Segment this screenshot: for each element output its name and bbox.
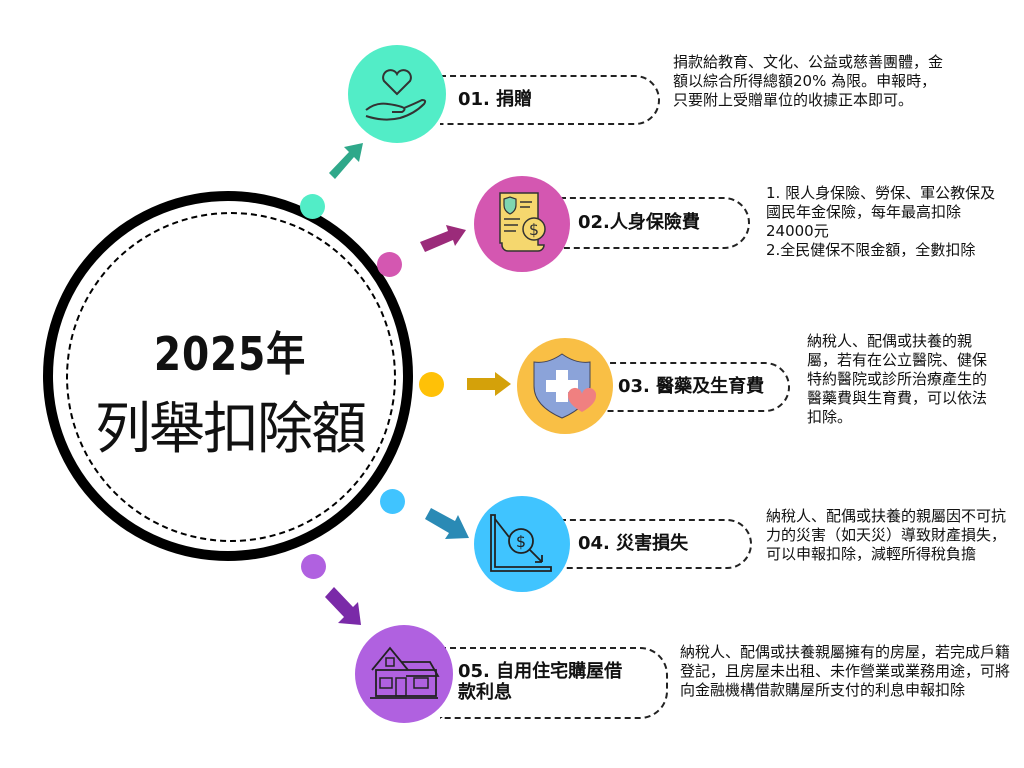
item-3-description: 納稅人、配偶或扶養的親屬，若有在公立醫院、健保特約醫院或診所治療產生的醫藥費與生… (807, 332, 988, 426)
insurance-document-icon: $ (499, 192, 546, 252)
item-3-pill: 03. 醫藥及生育費 (600, 362, 790, 412)
center-title-main: 列舉扣除額 (95, 397, 367, 462)
item-1-description: 捐款給教育、文化、公益或慈善團體，金額以綜合所得總額20% 為限。申報時，只要附… (673, 53, 944, 109)
item-1-label: 01. 捐贈 (458, 88, 533, 110)
item-4-icon-circle: $ (474, 496, 570, 592)
item-2-icon-circle: $ (474, 176, 570, 272)
loss-chart-icon: $ (490, 514, 552, 572)
ring-dot-1 (300, 194, 325, 219)
ring-dot-2 (377, 252, 402, 277)
house-icon (370, 646, 440, 699)
item-5-pill: 05. 自用住宅購屋借款利息 (440, 647, 668, 719)
item-3-icon-circle (517, 338, 613, 434)
ring-dot-3 (419, 372, 444, 397)
item-3-label: 03. 醫藥及生育費 (618, 375, 765, 397)
ring-dot-5 (301, 554, 326, 579)
medical-shield-icon (533, 353, 597, 419)
arrow-1-icon (329, 143, 363, 179)
arrow-2-icon (420, 225, 466, 252)
item-4-pill: 04. 災害損失 (560, 519, 752, 569)
item-1-pill: 01. 捐贈 (440, 75, 660, 125)
item-2-description: 1. 限人身保險、勞保、軍公教保及國民年金保險，每年最高扣除24000元 2.全… (766, 184, 996, 259)
ring-dot-4 (380, 489, 405, 514)
item-4-label: 04. 災害損失 (578, 532, 689, 554)
item-5-icon-circle (355, 625, 453, 723)
arrow-4-icon (425, 508, 469, 539)
item-2-label: 02.人身保險費 (578, 211, 700, 233)
item-2-pill: 02.人身保險費 (560, 197, 750, 249)
arrow-3-icon (467, 372, 511, 396)
svg-text:$: $ (529, 220, 539, 239)
heart-hand-icon (365, 69, 427, 121)
item-1-icon-circle (348, 45, 446, 143)
center-title-year: 2025年 (153, 327, 307, 381)
svg-text:$: $ (516, 532, 526, 551)
item-4-description: 納稅人、配偶或扶養的親屬因不可抗力的災害（如天災）導致財產損失，可以申報扣除，減… (766, 507, 1007, 563)
item-5-label: 05. 自用住宅購屋借款利息 (458, 661, 623, 703)
arrow-5-icon (325, 587, 361, 625)
center-inner-dashed-ring (66, 212, 396, 542)
center-ring (43, 191, 413, 561)
item-5-description: 納稅人、配偶或扶養親屬擁有的房屋，若完成戶籍登記，且房屋未出租、未作營業或業務用… (680, 643, 1011, 699)
